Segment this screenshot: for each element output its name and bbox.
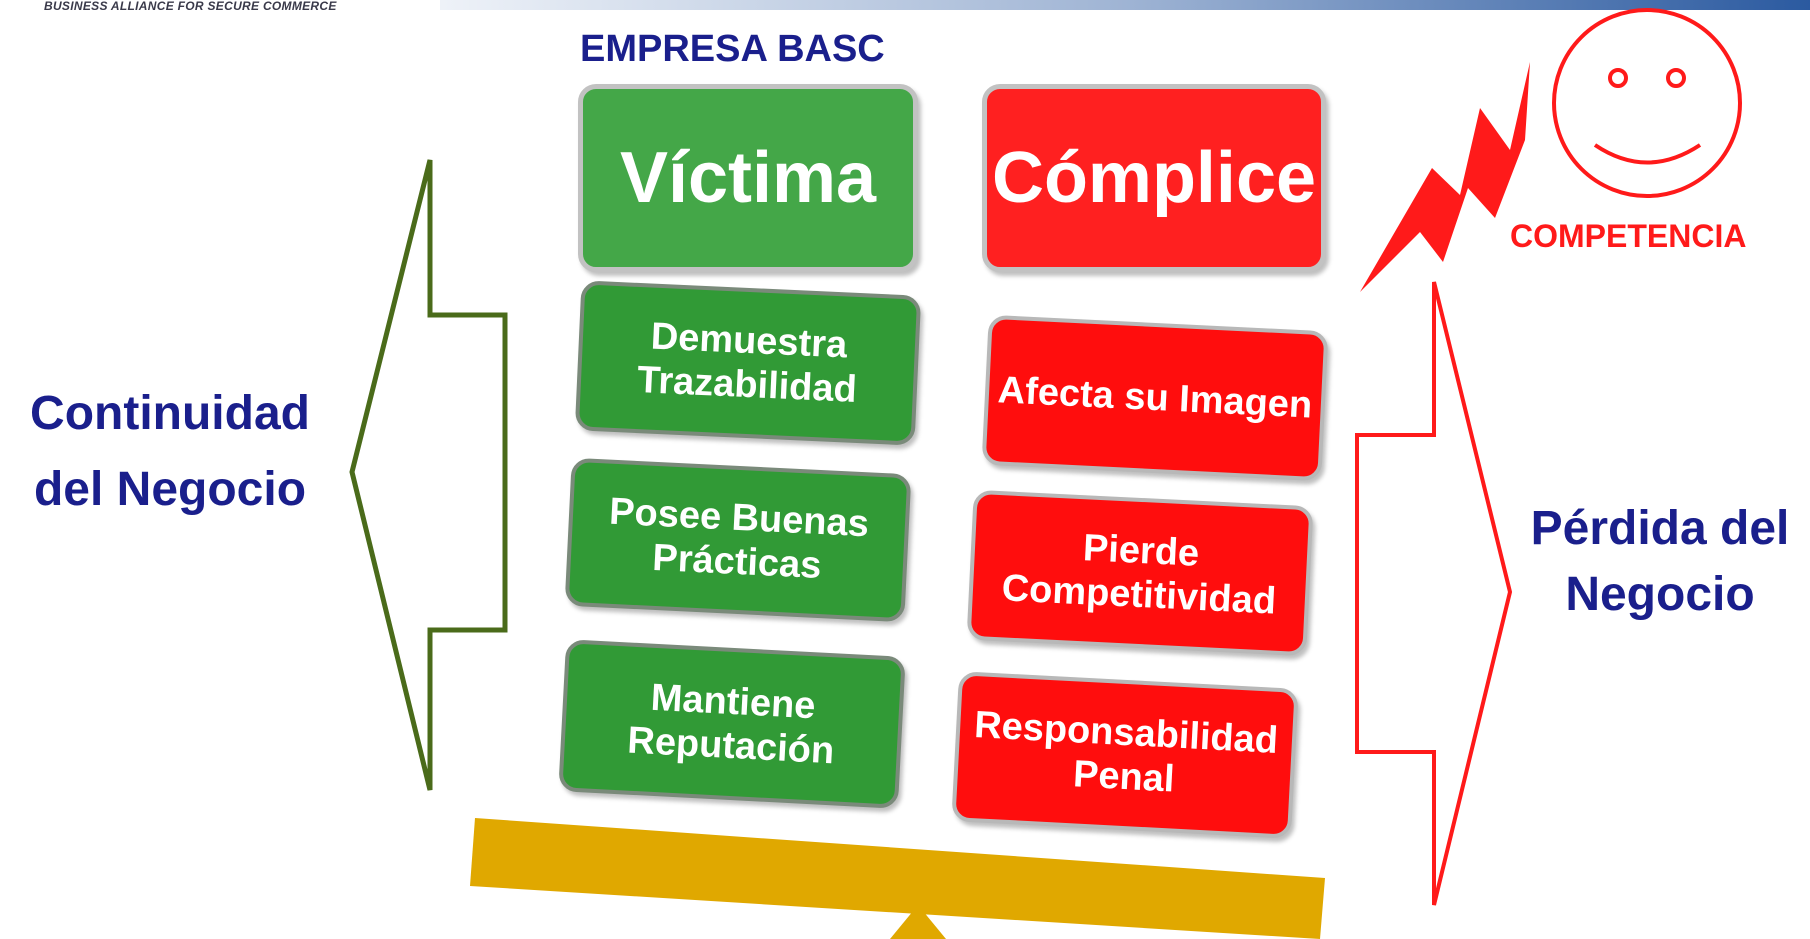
header-gradient-bar bbox=[440, 0, 1810, 10]
victim-title: Víctima bbox=[619, 138, 877, 218]
accomplice-item: Pierde Competitividad bbox=[966, 489, 1314, 657]
accomplice-item: Afecta su Imagen bbox=[981, 314, 1329, 482]
lightning-bolt-icon bbox=[1360, 62, 1530, 292]
basc-tagline: BUSINESS ALLIANCE FOR SECURE COMMERCE bbox=[44, 0, 337, 13]
accomplice-header: Cómplice bbox=[982, 84, 1326, 272]
fulcrum-icon bbox=[890, 905, 946, 939]
smiley-face-icon bbox=[1552, 8, 1742, 198]
right-outcome-label: Pérdida del Negocio bbox=[1530, 502, 1790, 621]
victim-item: Posee Buenas Prácticas bbox=[564, 457, 912, 623]
victim-item: Demuestra Trazabilidad bbox=[574, 280, 922, 446]
balance-beam-icon bbox=[470, 818, 1325, 939]
left-arrow-icon bbox=[349, 159, 508, 791]
left-outcome-label: Continuidad del Negocio bbox=[30, 387, 310, 516]
competitor-label: COMPETENCIA bbox=[1510, 218, 1747, 254]
victim-header: Víctima bbox=[578, 84, 918, 272]
accomplice-item: Responsabilidad Penal bbox=[951, 671, 1299, 839]
right-arrow-icon bbox=[1355, 281, 1513, 906]
victim-item: Mantiene Reputación bbox=[558, 639, 906, 809]
accomplice-title: Cómplice bbox=[991, 138, 1317, 218]
company-label: EMPRESA BASC bbox=[580, 28, 885, 70]
